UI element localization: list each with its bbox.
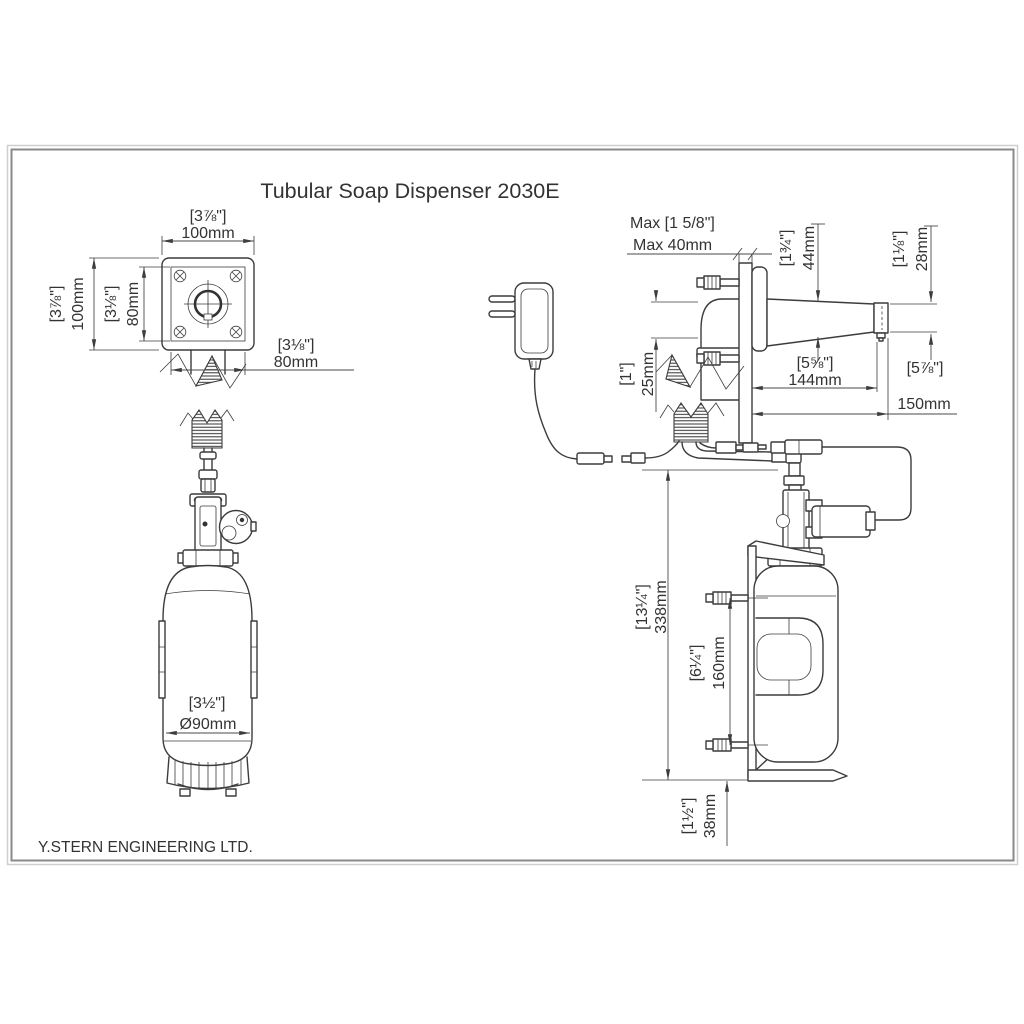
plug-prong — [488, 295, 516, 303]
frame-inner — [10, 148, 1015, 862]
dim-screw-spacing-h-inches: [3⅛"] — [278, 337, 315, 354]
dim-total-height-mm: 338mm — [653, 580, 670, 633]
pump-front — [189, 493, 257, 554]
dim-spout-tip-inches: [1⅛"] — [891, 231, 908, 268]
dim-spout-total-mm: 150mm — [897, 396, 950, 413]
power-adapter — [488, 282, 613, 465]
dim-screw-spacing-v-inches: [3⅛"] — [103, 286, 120, 323]
bracket-anchor-bottom — [705, 738, 768, 752]
frame-outer — [6, 144, 1019, 866]
dim-pipe-inches: [1"] — [618, 362, 635, 385]
dim-bottom-clearance-inches: [1½"] — [680, 798, 697, 835]
page-title: Tubular Soap Dispenser 2030E — [260, 179, 559, 203]
plate-inner-line — [170, 266, 246, 342]
dim-bottle-diameter-inches: [3½"] — [189, 695, 226, 712]
wall-plate-side — [738, 262, 753, 444]
dim-plate-height-inches: [3⅞"] — [48, 286, 65, 323]
bottle-clip-left — [158, 620, 166, 699]
tube-break-front — [179, 408, 235, 449]
dim-screw-spacing-v-mm: 80mm — [125, 282, 142, 326]
dim-spout-tip-mm: 28mm — [914, 227, 931, 271]
bottle-cap-front — [177, 549, 239, 567]
dim-pipe-mm: 25mm — [640, 352, 657, 396]
front-view: [3⅞"] 100mm [3⅞"] 100mm [3⅛"] 80mm [3⅛"]… — [48, 208, 354, 797]
dim-wall-max-inches: Max [1 5/8"] — [630, 215, 715, 232]
dim-plate-height-mm: 100mm — [70, 277, 87, 330]
dc-jack-and-wire — [621, 440, 680, 464]
bracket-shelf — [747, 769, 848, 782]
dim-spout-base-inches: [1¾"] — [778, 230, 795, 267]
spout-tip — [873, 302, 889, 334]
drawing-frame — [6, 144, 1019, 866]
bottle-window-outer — [755, 617, 824, 696]
dim-bottom-clearance-mm: 38mm — [702, 794, 719, 838]
dc-jack — [630, 452, 646, 464]
plug-prong — [488, 310, 516, 318]
escutcheon-flange — [751, 266, 768, 352]
dim-plate-width-inches: [3⅞"] — [190, 208, 227, 225]
side-view-dimensions: Max [1 5/8"] Max 40mm [1¾"] 44mm [1⅛"] 2… — [618, 215, 957, 846]
dim-spout-length-mm: 144mm — [788, 372, 841, 389]
side-view: Max [1 5/8"] Max 40mm [1¾"] 44mm [1⅛"] 2… — [488, 215, 957, 846]
dim-spout-length-inches: [5⅝"] — [797, 355, 834, 372]
dim-screw-spacing-h-mm: 80mm — [274, 354, 318, 371]
motor-wire-loop — [821, 446, 912, 521]
wall-and-spout — [655, 262, 889, 444]
supply-tube-front — [198, 447, 218, 493]
dim-wall-max-mm: Max 40mm — [633, 237, 712, 254]
dim-total-height-inches: [13¼"] — [634, 584, 651, 630]
dim-spout-base-mm: 44mm — [801, 226, 818, 270]
tube-break-side — [659, 402, 725, 443]
spout-hole — [184, 280, 232, 328]
dim-bracket-spacing-mm: 160mm — [711, 636, 728, 689]
mounting-plate-front — [161, 257, 255, 351]
bottle-window-inner — [756, 633, 812, 681]
bottle-clip-right — [250, 620, 258, 699]
wall-anchor-top — [696, 275, 740, 290]
adapter-cable — [533, 368, 578, 460]
motor-side — [811, 505, 871, 538]
dim-plate-width-mm: 100mm — [181, 225, 234, 242]
power-wire-connectors — [699, 439, 912, 521]
bottle-base-front — [166, 756, 250, 797]
bottle-side — [753, 565, 839, 763]
dim-spout-total-inches: [5⅞"] — [907, 360, 944, 377]
company-name: Y.STERN ENGINEERING LTD. — [38, 839, 253, 856]
dim-bottle-diameter-mm: Ø90mm — [180, 716, 237, 733]
wall-anchor-bottom — [696, 351, 740, 366]
dc-plug — [576, 452, 605, 465]
plate-screws — [173, 269, 243, 339]
wall-break-line — [655, 354, 745, 390]
front-view-dimensions: [3⅞"] 100mm [3⅞"] 100mm [3⅛"] 80mm [3⅛"]… — [48, 208, 354, 736]
bottle-front — [158, 564, 258, 797]
dim-bracket-spacing-inches: [6¼"] — [688, 645, 705, 682]
spout-nozzle — [876, 332, 886, 339]
